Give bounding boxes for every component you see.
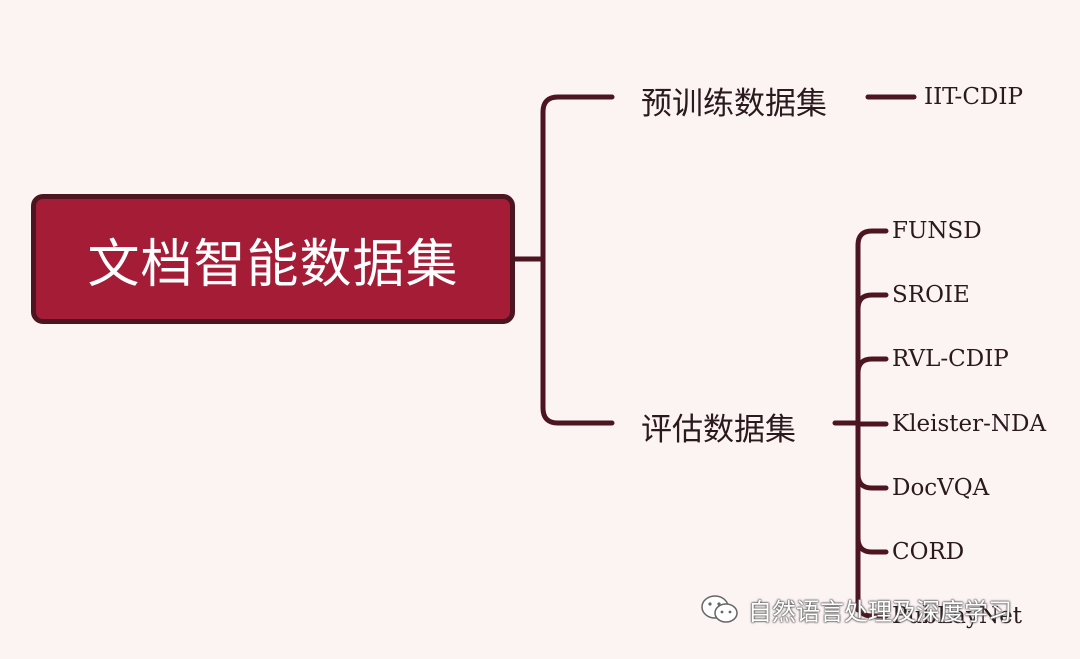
watermark: 自然语言处理及深度学习	[700, 592, 1012, 627]
leaf-sroie: SROIE	[892, 282, 970, 308]
leaf-tick-docvqa	[855, 471, 889, 491]
watermark-text: 自然语言处理及深度学习	[748, 598, 1012, 626]
root-label: 文档智能数据集	[87, 234, 459, 295]
leaf-tick-publaynet	[855, 599, 889, 619]
leaf-funsd: FUNSD	[892, 218, 982, 244]
leaf-kleister-nda: Kleister-NDA	[892, 411, 1047, 437]
leaf-iit-cdip: IIT-CDIP	[924, 84, 1023, 110]
leaf-tick-funsd	[855, 228, 889, 248]
branch-label-eval: 评估数据集	[641, 412, 796, 448]
branch-label-pretrain: 预训练数据集	[641, 86, 827, 122]
leaf-rvl-cdip: RVL-CDIP	[892, 346, 1009, 372]
main-trunk	[540, 94, 615, 426]
wechat-icon	[701, 594, 738, 623]
leaf-tick-cord	[855, 535, 889, 555]
leaf-docvqa: DocVQA	[892, 475, 990, 501]
leaf-tick-sroie	[855, 292, 889, 312]
leaf-cord: CORD	[892, 539, 965, 565]
leaf-publaynet: PubLayNet	[892, 603, 1022, 629]
leaf-tick-rvl	[855, 356, 889, 376]
root-node: 文档智能数据集	[31, 194, 515, 324]
